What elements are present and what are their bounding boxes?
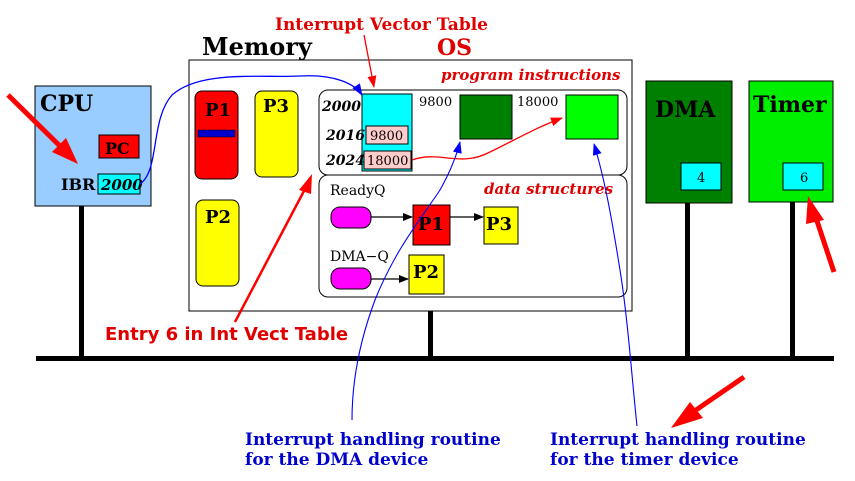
routine-addr-18000: 18000 [517, 95, 558, 110]
cpu-label: CPU [40, 91, 93, 117]
dmaq-label: DMA−Q [330, 249, 389, 265]
ivt-entry-2016-value: 9800 [370, 129, 403, 144]
dma-label: DMA [655, 97, 716, 123]
dmaq-p2-label: P2 [413, 262, 439, 283]
memory-label: Memory [202, 32, 313, 61]
ivt-entry-2024-value: 18000 [367, 154, 408, 169]
process-p3-block [254, 90, 299, 178]
cpu-red-arrowhead [52, 138, 78, 164]
memory-bus-connector [428, 311, 433, 358]
timer-vector-number-box [782, 162, 824, 191]
bus-red-arrow [694, 374, 746, 413]
ibr-label: IBR [61, 175, 96, 194]
process-p2-label: P2 [205, 207, 231, 228]
ivt-entry-2016 [365, 125, 409, 145]
readyq-p3-node [483, 206, 519, 245]
dmaq-head [330, 267, 372, 290]
ivt-pointer-line [363, 34, 377, 88]
dmaq-p2-node [408, 254, 445, 295]
dma-routine-pointer-curve [351, 141, 462, 421]
ivt-addr-2016: 2016 [325, 128, 365, 144]
entry6-arrow [233, 188, 307, 323]
timer-bus-connector [790, 202, 795, 358]
dma-routine-block [459, 94, 513, 140]
ivt-addr-2000: 2000 [321, 99, 361, 115]
cpu-red-arrow [6, 93, 66, 152]
process-p1-label: P1 [205, 100, 231, 121]
dma-vector-number: 4 [697, 171, 705, 186]
system-bus [36, 356, 834, 361]
ibr-value: 2000 [100, 176, 143, 194]
timer-routine-caption-line1: Interrupt handling routine [550, 430, 806, 450]
timer-label: Timer [753, 92, 827, 118]
pc-register [98, 134, 140, 159]
data-structures-region [318, 174, 628, 298]
dma-bus-connector [685, 203, 690, 358]
ivt-addr-2024: 2024 [325, 153, 365, 169]
ivt-to-timer-routine-curve [411, 117, 563, 161]
timer-red-arrowhead [806, 196, 824, 224]
ibr-to-ivt-curve [139, 75, 363, 185]
bus-red-arrowhead [671, 402, 703, 428]
process-p2-block [195, 199, 240, 287]
pc-label: PC [105, 139, 130, 158]
readyq-label: ReadyQ [330, 183, 386, 199]
interrupt-vector-table-label: Interrupt Vector Table [275, 15, 488, 35]
entry6-label: Entry 6 in Int Vect Table [105, 324, 348, 345]
program-instructions-label: program instructions [441, 66, 621, 84]
readyq-head [330, 206, 372, 229]
process-p3-label: P3 [263, 96, 289, 117]
timer-routine-block [565, 94, 619, 140]
dma-routine-caption-line1: Interrupt handling routine [245, 430, 501, 450]
dma-vector-number-box [680, 162, 722, 191]
readyq-p1-label: P1 [418, 214, 444, 235]
timer-routine-caption-line2: for the timer device [550, 450, 739, 470]
readyq-p1-node [412, 204, 451, 246]
process-p1-marker [197, 129, 236, 138]
cpu-bus-connector [79, 205, 84, 358]
entry6-arrowhead [299, 174, 312, 194]
timer-vector-number: 6 [800, 171, 808, 186]
data-structures-label: data structures [484, 180, 614, 198]
timer-routine-pointer-curve [592, 143, 638, 427]
routine-addr-9800: 9800 [419, 95, 452, 110]
os-label: OS [437, 35, 472, 61]
timer-red-arrow [813, 217, 837, 273]
dma-routine-caption-line2: for the DMA device [245, 450, 429, 470]
readyq-p3-label: P3 [486, 214, 512, 235]
ivt-entry-2024 [363, 150, 412, 170]
